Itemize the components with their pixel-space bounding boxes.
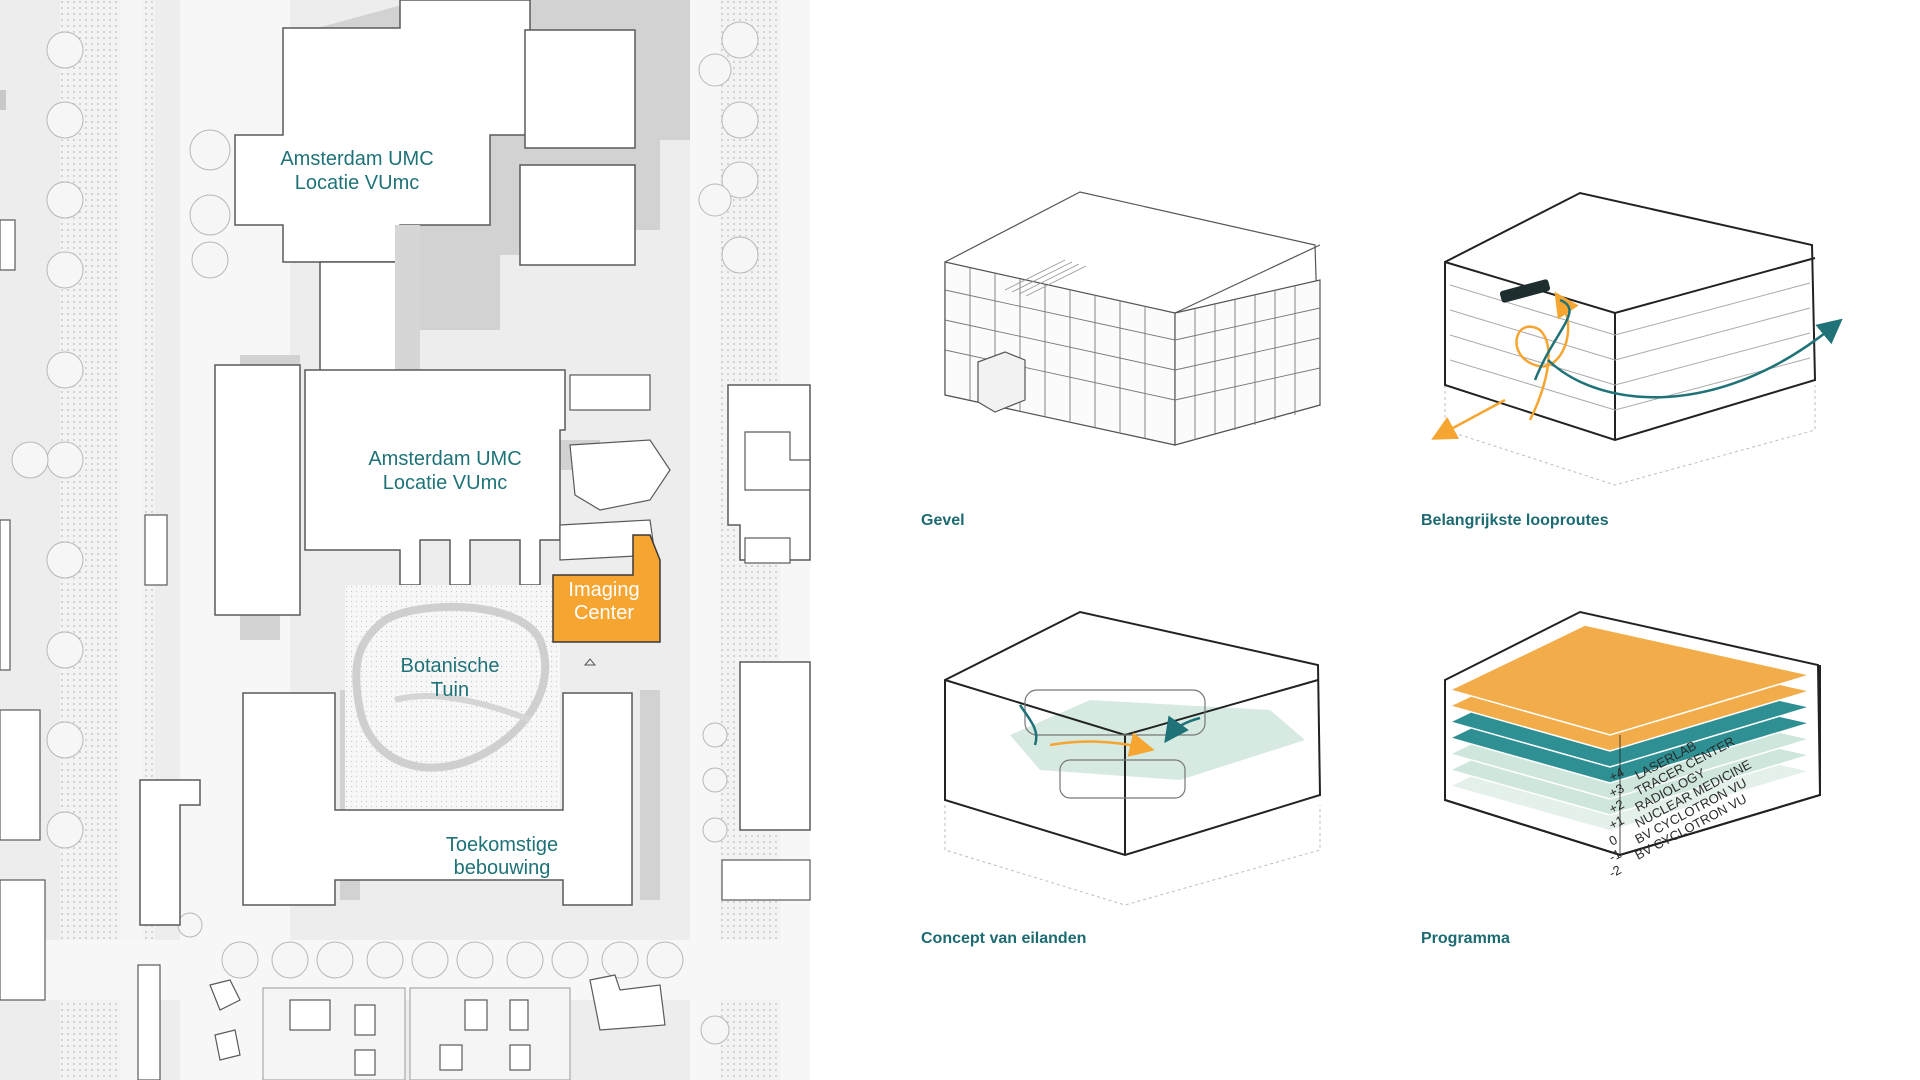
building-ne-1	[524, 29, 636, 149]
route-orange-eilanden	[1049, 732, 1155, 757]
future-buildings	[242, 692, 633, 906]
diagram-looproutes	[1431, 191, 1835, 486]
botanical-garden	[345, 585, 560, 810]
building-ne-2	[519, 164, 636, 266]
program-layer-level: +3	[1606, 780, 1626, 800]
imaging-center-building[interactable]	[552, 534, 661, 643]
label-imaging-line2: Center	[574, 602, 634, 624]
label-garden-line2: Tuin	[431, 679, 469, 701]
building-west-slab	[214, 364, 301, 616]
label-umc-top-line2: Locatie VUmc	[295, 172, 420, 194]
caption-eilanden: Concept van eilanden	[921, 930, 1086, 947]
route-teal-eilanden	[1164, 715, 1201, 744]
label-garden-line1: Botanische	[401, 655, 500, 677]
route-orange	[1515, 291, 1579, 421]
program-layer-level: +1	[1606, 812, 1626, 832]
label-imaging-line1: Imaging	[568, 579, 639, 601]
label-umc-top-line1: Amsterdam UMC	[280, 148, 433, 170]
program-layer-stack	[1447, 624, 1813, 832]
site-plan: Amsterdam UMC Locatie VUmc Amsterdam UMC…	[0, 0, 811, 1080]
program-layer-level: +2	[1606, 796, 1626, 816]
caption-programma: Programma	[1421, 930, 1510, 947]
diagram-gevel	[944, 191, 1321, 446]
caption-looproutes: Belangrijkste looproutes	[1421, 512, 1609, 529]
program-layer-level: -2	[1606, 862, 1623, 881]
label-future-line1: Toekomstige	[446, 834, 558, 856]
route-teal	[1533, 298, 1835, 399]
label-future-line2: bebouwing	[454, 857, 551, 879]
program-layer	[1447, 624, 1813, 736]
label-umc-mid-line1: Amsterdam UMC	[368, 448, 521, 470]
street-trees	[11, 21, 759, 1045]
program-layer-level: +4	[1606, 764, 1626, 784]
diagram-eilanden	[944, 610, 1322, 906]
label-umc-mid-line2: Locatie VUmc	[383, 472, 508, 494]
caption-gevel: Gevel	[921, 512, 965, 529]
